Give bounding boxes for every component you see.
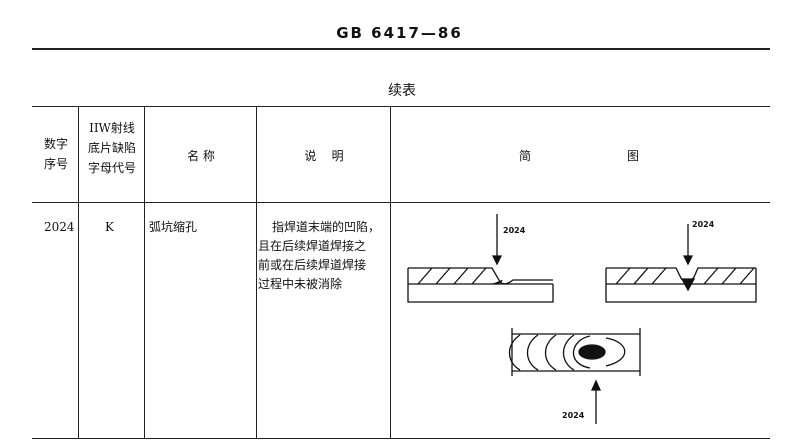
continuation-label: 续表 [388,83,416,99]
header-iiw-line: 字母代号 [87,161,136,175]
header-diagram-left: 简 [518,149,531,163]
column-divider [256,106,257,439]
standard-code: GB 6417—86 [336,24,463,42]
column-divider [144,106,145,439]
column-divider [78,106,79,439]
diagram-label-left: 2024 [503,226,526,235]
diagram-label-bottom: 2024 [562,411,585,420]
table-top-border [32,106,770,107]
table-bottom-border [32,438,770,439]
header-number: 数字 序号 [36,134,76,174]
header-number-line: 序号 [43,157,68,171]
top-rule [32,48,770,50]
header-explanation: 说 明 [304,149,344,163]
header-bottom-border [32,202,770,203]
explanation-line: 前或在后续焊道焊接 [258,258,367,272]
column-divider [390,106,391,439]
explanation-line: 过程中未被消除 [258,277,343,291]
header-iiw-code: IIW射线 底片缺陷 字母代号 [80,118,144,178]
row-name: 弧坑缩孔 [149,220,198,234]
right-weld-cross-section [605,224,757,303]
weld-plan-view [508,328,641,424]
header-iiw-line: IIW射线 [89,121,135,135]
row-explanation: 指焊道末端的凹陷， 且在后续焊道焊接之 前或在后续焊道焊接 过程中未被消除 [258,218,390,294]
header-iiw-line: 底片缺陷 [87,141,136,155]
header-diagram-right: 图 [626,149,639,163]
explanation-line: 且在后续焊道焊接之 [258,239,367,253]
diagram-label-right: 2024 [692,220,715,229]
row-number: 2024 [44,220,75,234]
header-number-line: 数字 [43,137,68,151]
row-iiw-code: K [105,220,114,234]
header-name: 名 称 [187,149,215,163]
left-weld-cross-section [407,214,554,303]
explanation-line: 指焊道末端的凹陷， [272,220,381,234]
